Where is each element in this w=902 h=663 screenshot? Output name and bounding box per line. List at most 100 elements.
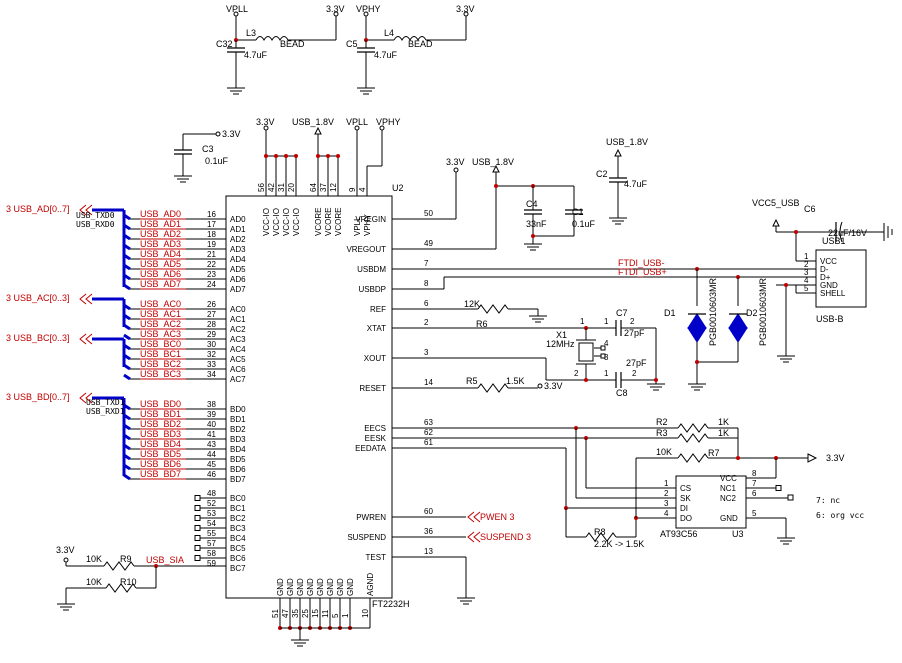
rxd0-label: USB_RXD0 — [76, 220, 115, 229]
u2-pin-number: 62 — [424, 428, 433, 437]
u2-pin-name: BD5 — [230, 455, 246, 464]
u2-pin-number: 61 — [424, 438, 433, 447]
u2-pin-number: 5 — [331, 613, 340, 618]
d2-ref: D2 — [746, 308, 758, 318]
u3-pin-number: 7 — [752, 479, 757, 488]
u2-pin-number: 2 — [424, 318, 429, 327]
u2-pin-name: XTAT — [367, 324, 386, 333]
u2-body — [225, 195, 393, 599]
c7-pin1: 1 — [604, 317, 609, 326]
top-v33: 3.3V — [256, 117, 275, 127]
r8-ref: R8 — [594, 527, 606, 537]
u3-pin-do: 4DO — [660, 509, 692, 523]
r3-ref: R3 — [656, 428, 668, 438]
u2-pin-number: 39 — [207, 410, 216, 419]
c3-supply: 3.3V — [222, 129, 241, 139]
u2-pin-name: EEDATA — [355, 444, 386, 453]
vregout-supply: USB_1.8V — [472, 157, 514, 167]
c1-ref: C1 — [572, 207, 584, 217]
c8-value: 27pF — [626, 358, 647, 368]
c7-ref: C7 — [616, 308, 628, 318]
r10-ref: R10 — [120, 577, 137, 587]
r7-value: 10K — [656, 447, 672, 457]
filter-l4: VPHY 3.3V L4 BEAD C5 4.7uF — [346, 4, 475, 95]
u2-pin-name: BC1 — [230, 504, 246, 513]
u2-pin-name: AC1 — [230, 315, 246, 324]
u3-pin-name: GND — [720, 514, 738, 523]
u2-pin-number: 25 — [301, 609, 310, 618]
u2-pin-name: VCC-IO — [292, 208, 301, 236]
pwren-net: PWEN 3 — [392, 511, 515, 523]
u2-pin-number: 17 — [207, 220, 216, 229]
c5-ref: C5 — [346, 39, 358, 49]
u2-pin-number: 46 — [207, 470, 216, 479]
u2-pin-name: AD3 — [230, 245, 246, 254]
l3-ref: L3 — [246, 28, 256, 38]
reset-supply: 3.3V — [544, 381, 563, 391]
ftdi-plus: FTDI_USB+ — [618, 267, 667, 277]
u2-pin-name: BC6 — [230, 554, 246, 563]
u2-pin-name: BD4 — [230, 445, 246, 454]
u2-pin-number: 13 — [424, 547, 433, 556]
usb-sia-label: USB_SIA — [146, 555, 184, 565]
u2-pin-number: 32 — [207, 350, 216, 359]
filter-l3: VPLL 3.3V L3 BEAD C32 4.7uF — [216, 4, 345, 95]
u2-net-label: USB_BC2 — [140, 359, 181, 369]
u2-pin-number: 40 — [207, 420, 216, 429]
d1-ref: D1 — [664, 308, 676, 318]
top-vpll: VPLL — [346, 117, 368, 127]
c6-value: 22uF/16V — [828, 228, 867, 238]
u3-pin-number: 4 — [664, 509, 669, 518]
vcc5-label: VCC5_USB — [752, 198, 800, 208]
x1-ref: X1 — [556, 330, 567, 340]
u2-pin-number: 12 — [329, 183, 338, 192]
cap-c3: 3.3V C3 0.1uF — [173, 129, 241, 183]
u3-pin-number: 6 — [752, 489, 757, 498]
c8-pin1: 1 — [604, 369, 609, 378]
u2-pin-name: BC3 — [230, 524, 246, 533]
r9-supply: 3.3V — [56, 545, 75, 555]
u2-pin-number: 58 — [207, 549, 216, 558]
u2-pin-number: 49 — [424, 239, 433, 248]
x1-pin1: 1 — [580, 317, 585, 326]
u3-pin-name: CS — [680, 484, 691, 493]
vregout-net: USB_1.8V C4 33nF C1 0.1uF — [392, 157, 596, 251]
r3-value: 1K — [718, 428, 729, 438]
u2-net-label: USB_AD1 — [140, 219, 181, 229]
u2-pin-name: AD0 — [230, 215, 246, 224]
c7-value: 27pF — [624, 328, 645, 338]
u2-net-label: USB_BD7 — [140, 469, 181, 479]
c6-ref: C6 — [804, 204, 816, 214]
u2-net-label: USB_BD3 — [140, 429, 181, 439]
bead-value-2: BEAD — [408, 39, 433, 49]
u2-net-label: USB_AC3 — [140, 329, 181, 339]
x1-pin4: 4 — [604, 339, 609, 348]
usb1-pin-name: GND — [820, 281, 838, 290]
u2-pin-name: EECS — [364, 424, 386, 433]
usb1-pin: 3D+ — [804, 268, 831, 282]
txd1-label: USB_TXD1 — [86, 398, 125, 407]
u2-pin-number: 4 — [358, 187, 367, 192]
suspend-net: SUSPEND 3 — [392, 531, 531, 543]
c32-value: 4.7uF — [244, 50, 268, 60]
u2-net-label: USB_BC3 — [140, 369, 181, 379]
u2-net-label: USB_AD7 — [140, 279, 181, 289]
u2-pin-name: XOUT — [364, 354, 386, 363]
u2-pin-number: 53 — [207, 509, 216, 518]
u2-pin-name: VCORE — [314, 208, 323, 236]
usb1-ref: USB1 — [822, 236, 846, 246]
r9-value: 10K — [86, 554, 102, 564]
diode-d2: D2 PGB0010603MR — [695, 277, 768, 364]
rxd1-label: USB_RXD1 — [86, 407, 125, 416]
